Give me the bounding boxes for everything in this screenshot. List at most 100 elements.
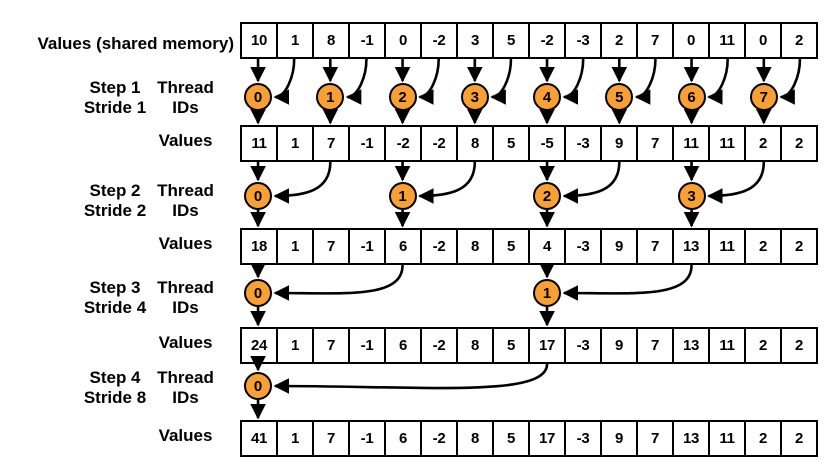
array-cell: 11 <box>710 329 746 362</box>
array-cell: 7 <box>314 422 350 455</box>
array-cell: 1 <box>278 329 314 362</box>
row-label-thread-ids-2a: Thread <box>157 181 214 200</box>
thread-id-circle: 0 <box>244 83 273 111</box>
array-cell: 2 <box>794 238 804 255</box>
array-cell: -2 <box>530 24 566 57</box>
thread-id-circle: 6 <box>677 83 706 111</box>
array-cell: 6 <box>386 329 422 362</box>
array-cell: 7 <box>638 127 674 160</box>
array-cell: 1 <box>278 127 314 160</box>
arrow-curved-partner <box>707 58 729 105</box>
array-cell: 2 <box>746 329 782 362</box>
array-cell: -1 <box>350 422 386 455</box>
array-cell: 2 <box>794 337 804 354</box>
array-cell: 9 <box>602 422 638 455</box>
array-cell: 2 <box>746 230 782 263</box>
arrow-curved-partner <box>779 58 802 105</box>
array-cell: 7 <box>638 329 674 362</box>
array-cell: 8 <box>458 329 494 362</box>
array-cell: 24 <box>242 329 278 362</box>
array-cell: 8 <box>458 127 494 160</box>
array-cell: 7 <box>638 230 674 263</box>
array-cell: 5 <box>494 24 530 57</box>
array-cell: 11 <box>710 230 746 263</box>
row-label-values-1: Values <box>158 131 213 150</box>
array-cell: 17 <box>530 329 566 362</box>
arrow-curved-partner <box>273 161 332 204</box>
thread-id-circle: 7 <box>749 83 778 111</box>
arrow-curved-partner <box>562 161 621 204</box>
array-cell: -3 <box>566 422 602 455</box>
arrow-curved-partner <box>707 161 766 204</box>
thread-id-circle: 0 <box>244 372 273 400</box>
array-cell: 11 <box>710 24 746 57</box>
step-label-1-stride: Stride 1 <box>83 98 147 117</box>
thread-id-circle: 3 <box>460 83 489 111</box>
array-cell: 5 <box>494 329 530 362</box>
arrow-curved-partner <box>418 58 440 105</box>
array-cell: -3 <box>566 329 602 362</box>
array-cell: 1 <box>278 230 314 263</box>
step-label-4-step: Step 4 <box>89 368 141 387</box>
array-cell: 8 <box>458 422 494 455</box>
step-label-2-stride: Stride 2 <box>83 201 147 220</box>
array-cell: 6 <box>386 230 422 263</box>
array-cell: -2 <box>422 422 458 455</box>
row-label-values-4: Values <box>158 426 213 445</box>
array-cell: 0 <box>746 24 782 57</box>
array-cell: 11 <box>710 422 746 455</box>
row-label-values-3: Values <box>158 333 213 352</box>
array-cell: -2 <box>386 127 422 160</box>
step-label-2-step: Step 2 <box>89 181 141 200</box>
array-cell: 0 <box>386 24 422 57</box>
array-cell: 11 <box>242 127 278 160</box>
array-cell: 7 <box>638 24 674 57</box>
array-cell: 2 <box>746 422 782 455</box>
arrow-curved-partner <box>273 363 549 394</box>
array-cell: 1 <box>278 24 314 57</box>
step-label-3-stride: Stride 4 <box>83 298 147 317</box>
array-cell: 13 <box>674 422 710 455</box>
array-cell: -1 <box>350 329 386 362</box>
array-cell: 0 <box>674 24 710 57</box>
array-cell: 2 <box>794 430 804 447</box>
array-cell: 5 <box>494 127 530 160</box>
arrow-curved-partner <box>418 161 477 204</box>
arrow-curved-partner <box>490 58 513 105</box>
array-cell: -1 <box>350 230 386 263</box>
array-cell: -2 <box>422 24 458 57</box>
array-cell: 1 <box>278 422 314 455</box>
row-label-thread-ids-1b: IDs <box>172 98 199 117</box>
array-cell: 2 <box>602 24 638 57</box>
array-cell: 9 <box>602 230 638 263</box>
array-cell: -2 <box>422 127 458 160</box>
array-cell: 9 <box>602 329 638 362</box>
array-cell: 7 <box>314 127 350 160</box>
thread-id-circle: 5 <box>605 83 634 111</box>
array-cell: -1 <box>350 127 386 160</box>
arrow-curved-partner <box>562 58 585 105</box>
array-cell: 11 <box>674 127 710 160</box>
thread-id-circle: 4 <box>533 83 562 111</box>
array-cell: 5 <box>494 230 530 263</box>
arrow-curved-partner <box>634 58 657 105</box>
array-cell: 17 <box>530 422 566 455</box>
array-cell: 3 <box>458 24 494 57</box>
array-cell: 8 <box>458 230 494 263</box>
page-title: Values (shared memory) <box>37 34 234 53</box>
array-cell: 7 <box>314 230 350 263</box>
arrow-curved-partner <box>273 264 404 301</box>
thread-id-circle: 0 <box>244 182 273 210</box>
arrow-curved-partner <box>273 58 296 105</box>
array-cell: -3 <box>566 230 602 263</box>
array-cell: -5 <box>530 127 566 160</box>
array-cell: 4 <box>530 230 566 263</box>
array-cell: 2 <box>794 32 804 49</box>
array-cell: 13 <box>674 230 710 263</box>
